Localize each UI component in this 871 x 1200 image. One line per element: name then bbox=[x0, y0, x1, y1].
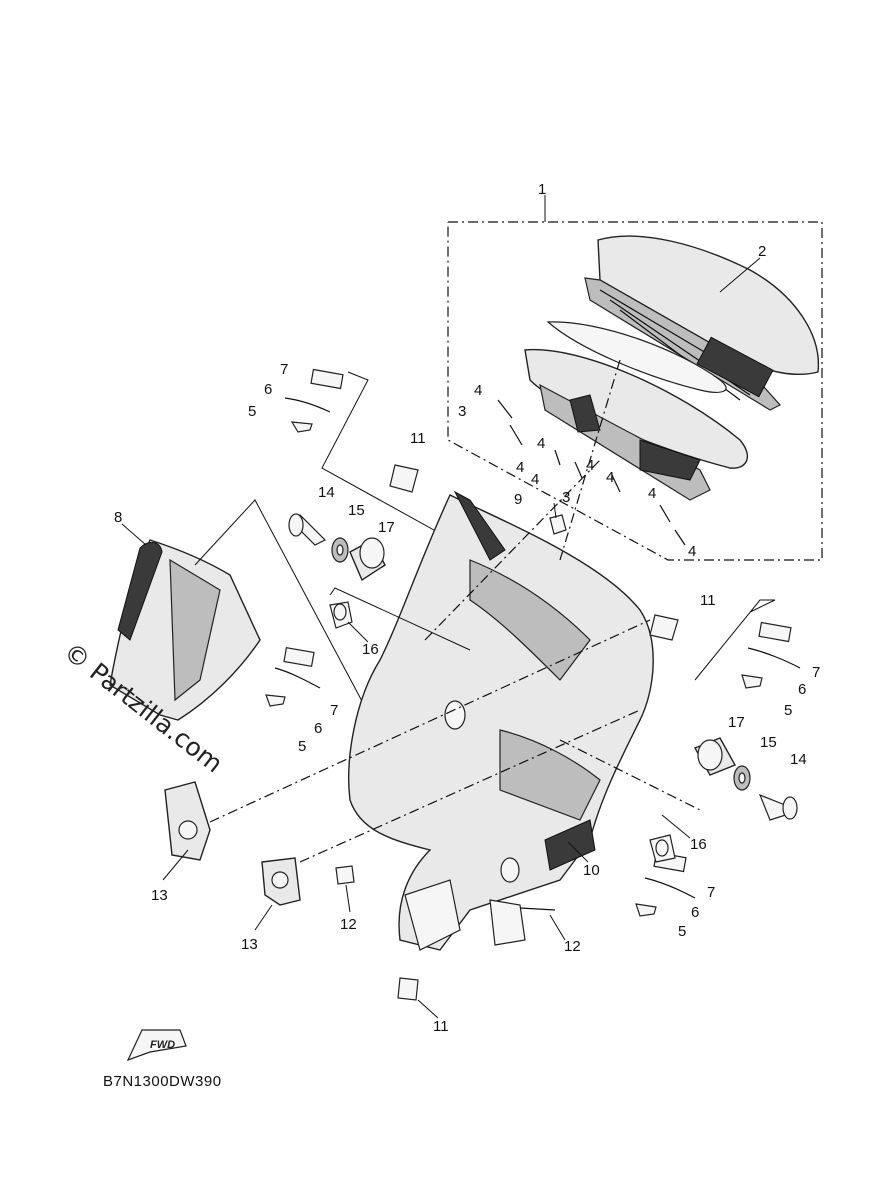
callout-6: 6 bbox=[264, 381, 272, 398]
screw-9[interactable] bbox=[549, 514, 567, 535]
callout-3: 3 bbox=[458, 403, 466, 420]
callout-labels: 1 2 3 3 4 4 4 4 4 4 4 4 5 5 5 5 6 6 6 6 … bbox=[114, 181, 820, 1035]
callout-14: 14 bbox=[790, 751, 807, 768]
damper-plate-left[interactable] bbox=[164, 781, 211, 861]
callout-4: 4 bbox=[606, 469, 614, 486]
damper-plate-center[interactable] bbox=[261, 857, 301, 906]
meter-lens[interactable] bbox=[546, 321, 727, 393]
callout-7: 7 bbox=[707, 884, 715, 901]
callout-15: 15 bbox=[348, 502, 365, 519]
clip-nut-right[interactable] bbox=[649, 614, 679, 641]
callout-5: 5 bbox=[678, 923, 686, 940]
callout-6: 6 bbox=[691, 904, 699, 921]
callout-17: 17 bbox=[728, 714, 745, 731]
nut-left[interactable] bbox=[329, 601, 353, 629]
callout-1: 1 bbox=[538, 181, 546, 198]
grommet-right[interactable] bbox=[694, 737, 736, 776]
collar-bolt-left[interactable] bbox=[288, 513, 327, 546]
callout-4: 4 bbox=[688, 543, 696, 560]
assembly-group-outline bbox=[447, 221, 823, 561]
callout-16: 16 bbox=[362, 641, 379, 658]
callout-7: 7 bbox=[812, 664, 820, 681]
callout-8: 8 bbox=[114, 509, 122, 526]
forward-direction-arrow: FWD bbox=[126, 1029, 187, 1062]
meter-screws[interactable] bbox=[497, 399, 686, 546]
callout-4: 4 bbox=[586, 457, 594, 474]
callout-9: 9 bbox=[514, 491, 522, 508]
callout-14: 14 bbox=[318, 484, 335, 501]
callout-2: 2 bbox=[758, 243, 766, 260]
callout-10: 10 bbox=[583, 862, 600, 879]
callout-12: 12 bbox=[564, 938, 581, 955]
callout-4: 4 bbox=[516, 459, 524, 476]
clip-nut-upper[interactable] bbox=[389, 464, 419, 493]
right-lower-clip-set[interactable] bbox=[635, 851, 696, 917]
callout-4: 4 bbox=[537, 435, 545, 452]
nut-right[interactable] bbox=[649, 834, 676, 863]
callout-13: 13 bbox=[151, 887, 168, 904]
callout-16: 16 bbox=[690, 836, 707, 853]
callout-5: 5 bbox=[248, 403, 256, 420]
alignment-lines bbox=[209, 359, 701, 863]
callout-11: 11 bbox=[700, 592, 716, 609]
meter-cover[interactable] bbox=[584, 235, 820, 411]
callout-4: 4 bbox=[531, 471, 539, 488]
callout-11: 11 bbox=[410, 430, 426, 447]
callout-5: 5 bbox=[298, 738, 306, 755]
leader-lines bbox=[121, 257, 761, 1019]
washer-right[interactable] bbox=[733, 765, 751, 791]
side-cover-left[interactable] bbox=[109, 539, 261, 721]
fwd-label: FWD bbox=[150, 1039, 175, 1051]
bolt-12-left[interactable] bbox=[335, 865, 355, 885]
callout-6: 6 bbox=[314, 720, 322, 737]
callout-7: 7 bbox=[280, 361, 288, 378]
bolt-12-right[interactable] bbox=[519, 907, 556, 911]
callout-7: 7 bbox=[330, 702, 338, 719]
grommet-left[interactable] bbox=[349, 537, 386, 582]
diagram-code: B7N1300DW390 bbox=[103, 1073, 222, 1090]
callout-12: 12 bbox=[340, 916, 357, 933]
meter-body[interactable] bbox=[524, 348, 749, 501]
main-stay-bracket[interactable] bbox=[348, 490, 654, 951]
callout-3: 3 bbox=[562, 489, 570, 506]
callout-11: 11 bbox=[433, 1018, 449, 1035]
callout-4: 4 bbox=[474, 382, 482, 399]
callout-13: 13 bbox=[241, 936, 258, 953]
left-upper-clip-set[interactable] bbox=[284, 368, 344, 433]
left-mid-clip-set[interactable] bbox=[265, 646, 321, 707]
clip-nut-bottom[interactable] bbox=[397, 977, 419, 1001]
callout-6: 6 bbox=[798, 681, 806, 698]
callout-15: 15 bbox=[760, 734, 777, 751]
right-upper-clip-set[interactable] bbox=[741, 621, 801, 689]
washer-left[interactable] bbox=[331, 537, 349, 563]
callout-4: 4 bbox=[648, 485, 656, 502]
callout-17: 17 bbox=[378, 519, 395, 536]
collar-bolt-right[interactable] bbox=[758, 793, 798, 821]
callout-5: 5 bbox=[784, 702, 792, 719]
